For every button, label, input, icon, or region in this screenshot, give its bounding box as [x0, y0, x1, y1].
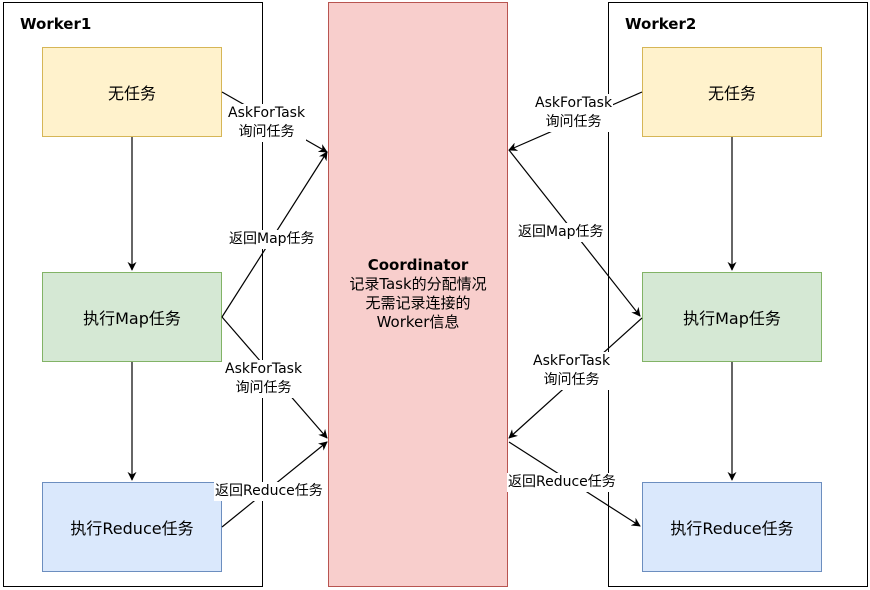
w2-ret-reduce-label: 返回Reduce任务: [507, 473, 617, 492]
coordinator-box: Coordinator 记录Task的分配情况 无需记录连接的 Worker信息: [328, 2, 508, 587]
worker2-map-box: 执行Map任务: [642, 272, 822, 362]
worker2-idle-label: 无任务: [707, 84, 756, 103]
worker1-reduce-label: 执行Reduce任务: [70, 519, 194, 538]
worker1-map-label: 执行Map任务: [83, 309, 181, 328]
worker1-idle-label: 无任务: [107, 84, 156, 103]
worker2-title: Worker2: [625, 15, 697, 33]
w1-ret-map-label: 返回Map任务: [228, 230, 316, 249]
coordinator-line1: 记录Task的分配情况: [349, 275, 487, 293]
worker2-map-label: 执行Map任务: [683, 309, 781, 328]
worker2-idle-box: 无任务: [642, 47, 822, 137]
worker1-map-box: 执行Map任务: [42, 272, 222, 362]
worker2-reduce-label: 执行Reduce任务: [670, 519, 794, 538]
worker1-title: Worker1: [20, 15, 92, 33]
coordinator-line3: Worker信息: [376, 313, 460, 331]
coordinator-title: Coordinator: [367, 256, 469, 274]
coordinator-text: Coordinator 记录Task的分配情况 无需记录连接的 Worker信息: [329, 256, 507, 332]
coordinator-line2: 无需记录连接的: [365, 294, 471, 312]
worker2-reduce-box: 执行Reduce任务: [642, 482, 822, 572]
w2-ret-map-label: 返回Map任务: [517, 223, 605, 242]
worker1-reduce-box: 执行Reduce任务: [42, 482, 222, 572]
worker1-idle-box: 无任务: [42, 47, 222, 137]
w1-ret-reduce-label: 返回Reduce任务: [214, 482, 324, 501]
